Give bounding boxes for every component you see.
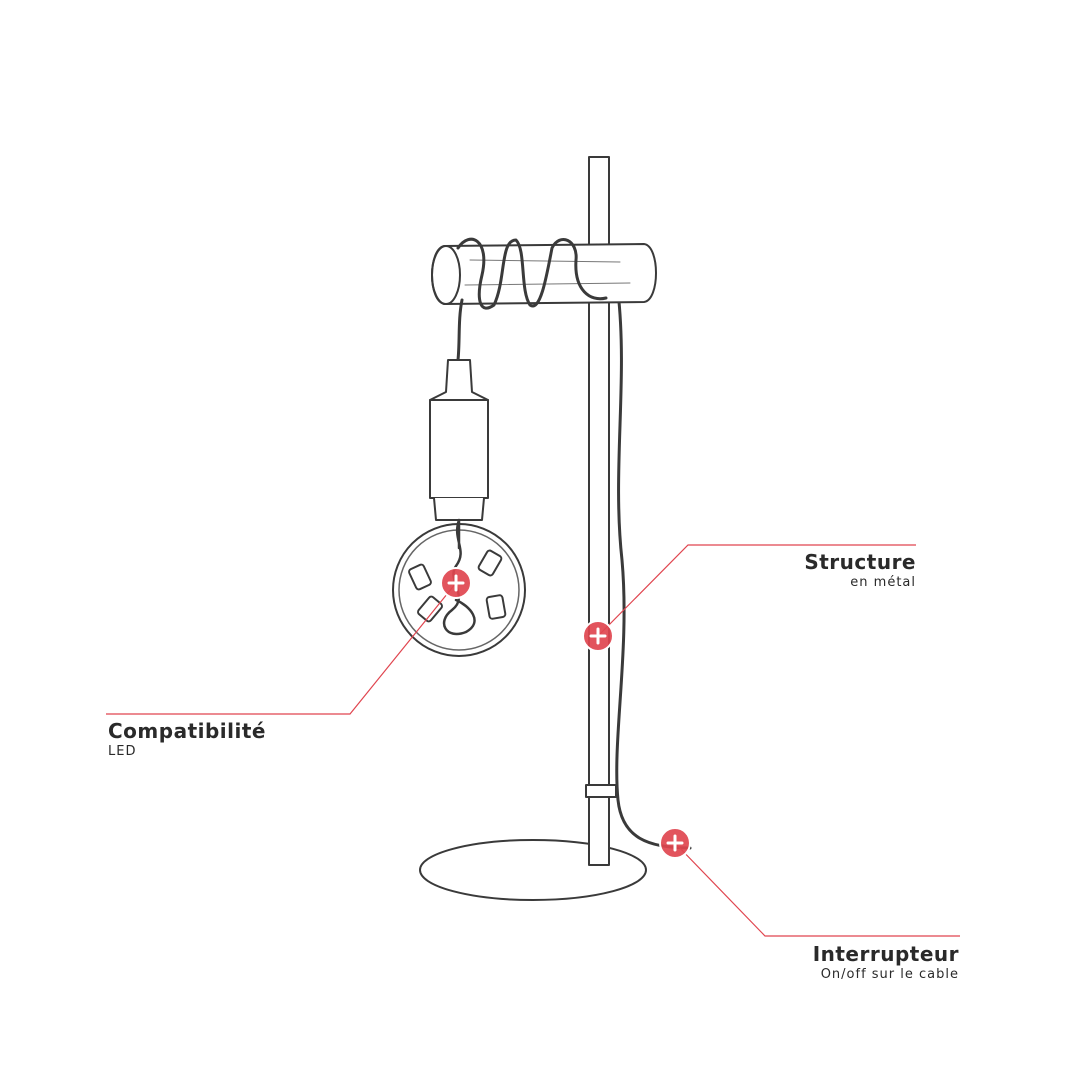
power-cable bbox=[615, 290, 692, 850]
cable-clip bbox=[585, 784, 617, 798]
connector-line-structure bbox=[597, 544, 916, 637]
callout-subtitle: LED bbox=[108, 744, 137, 759]
callout-title: Compatibilité bbox=[108, 719, 266, 743]
callout-subtitle: en métal bbox=[850, 575, 916, 590]
callout-structure: Structure en métal bbox=[804, 550, 916, 592]
hanging-cord bbox=[456, 298, 464, 362]
cable-coil bbox=[456, 237, 608, 310]
plus-icon[interactable] bbox=[582, 620, 614, 652]
callout-compatibilite: Compatibilité LED bbox=[108, 719, 266, 761]
lamp-base bbox=[419, 839, 647, 901]
connector-line-interrupteur bbox=[674, 842, 960, 937]
plus-icon[interactable] bbox=[659, 827, 691, 859]
lamp-pole bbox=[588, 156, 610, 866]
callout-title: Interrupteur bbox=[812, 942, 959, 966]
connector-line-compatibilite bbox=[106, 582, 457, 715]
filament bbox=[442, 518, 476, 636]
callout-interrupteur: Interrupteur On/off sur le cable bbox=[813, 942, 959, 984]
callout-subtitle: On/off sur le cable bbox=[820, 967, 959, 982]
lamp-socket bbox=[429, 359, 489, 499]
wooden-beam bbox=[431, 243, 657, 305]
plus-icon[interactable] bbox=[440, 567, 472, 599]
callout-title: Structure bbox=[804, 550, 916, 574]
